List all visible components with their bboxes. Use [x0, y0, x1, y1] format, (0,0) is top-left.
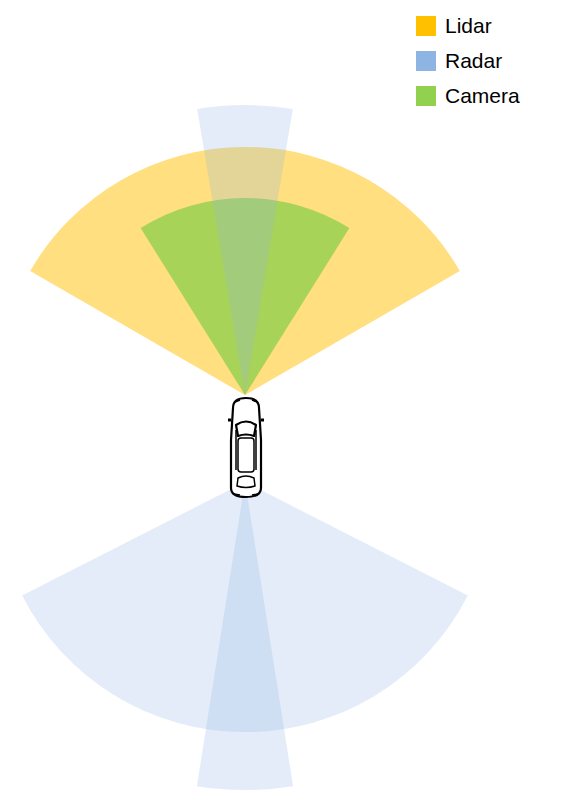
legend-label: Camera — [445, 84, 520, 108]
car-icon — [228, 398, 264, 497]
legend-item: Camera — [416, 84, 520, 108]
radar-sector — [197, 482, 293, 790]
legend-swatch — [416, 16, 436, 36]
legend-swatch — [416, 51, 436, 71]
legend-swatch — [416, 86, 436, 106]
legend-item: Lidar — [416, 14, 492, 38]
legend-label: Lidar — [445, 14, 492, 38]
legend-item: Radar — [416, 49, 502, 73]
legend-label: Radar — [445, 49, 502, 73]
radar-sector — [197, 105, 293, 395]
